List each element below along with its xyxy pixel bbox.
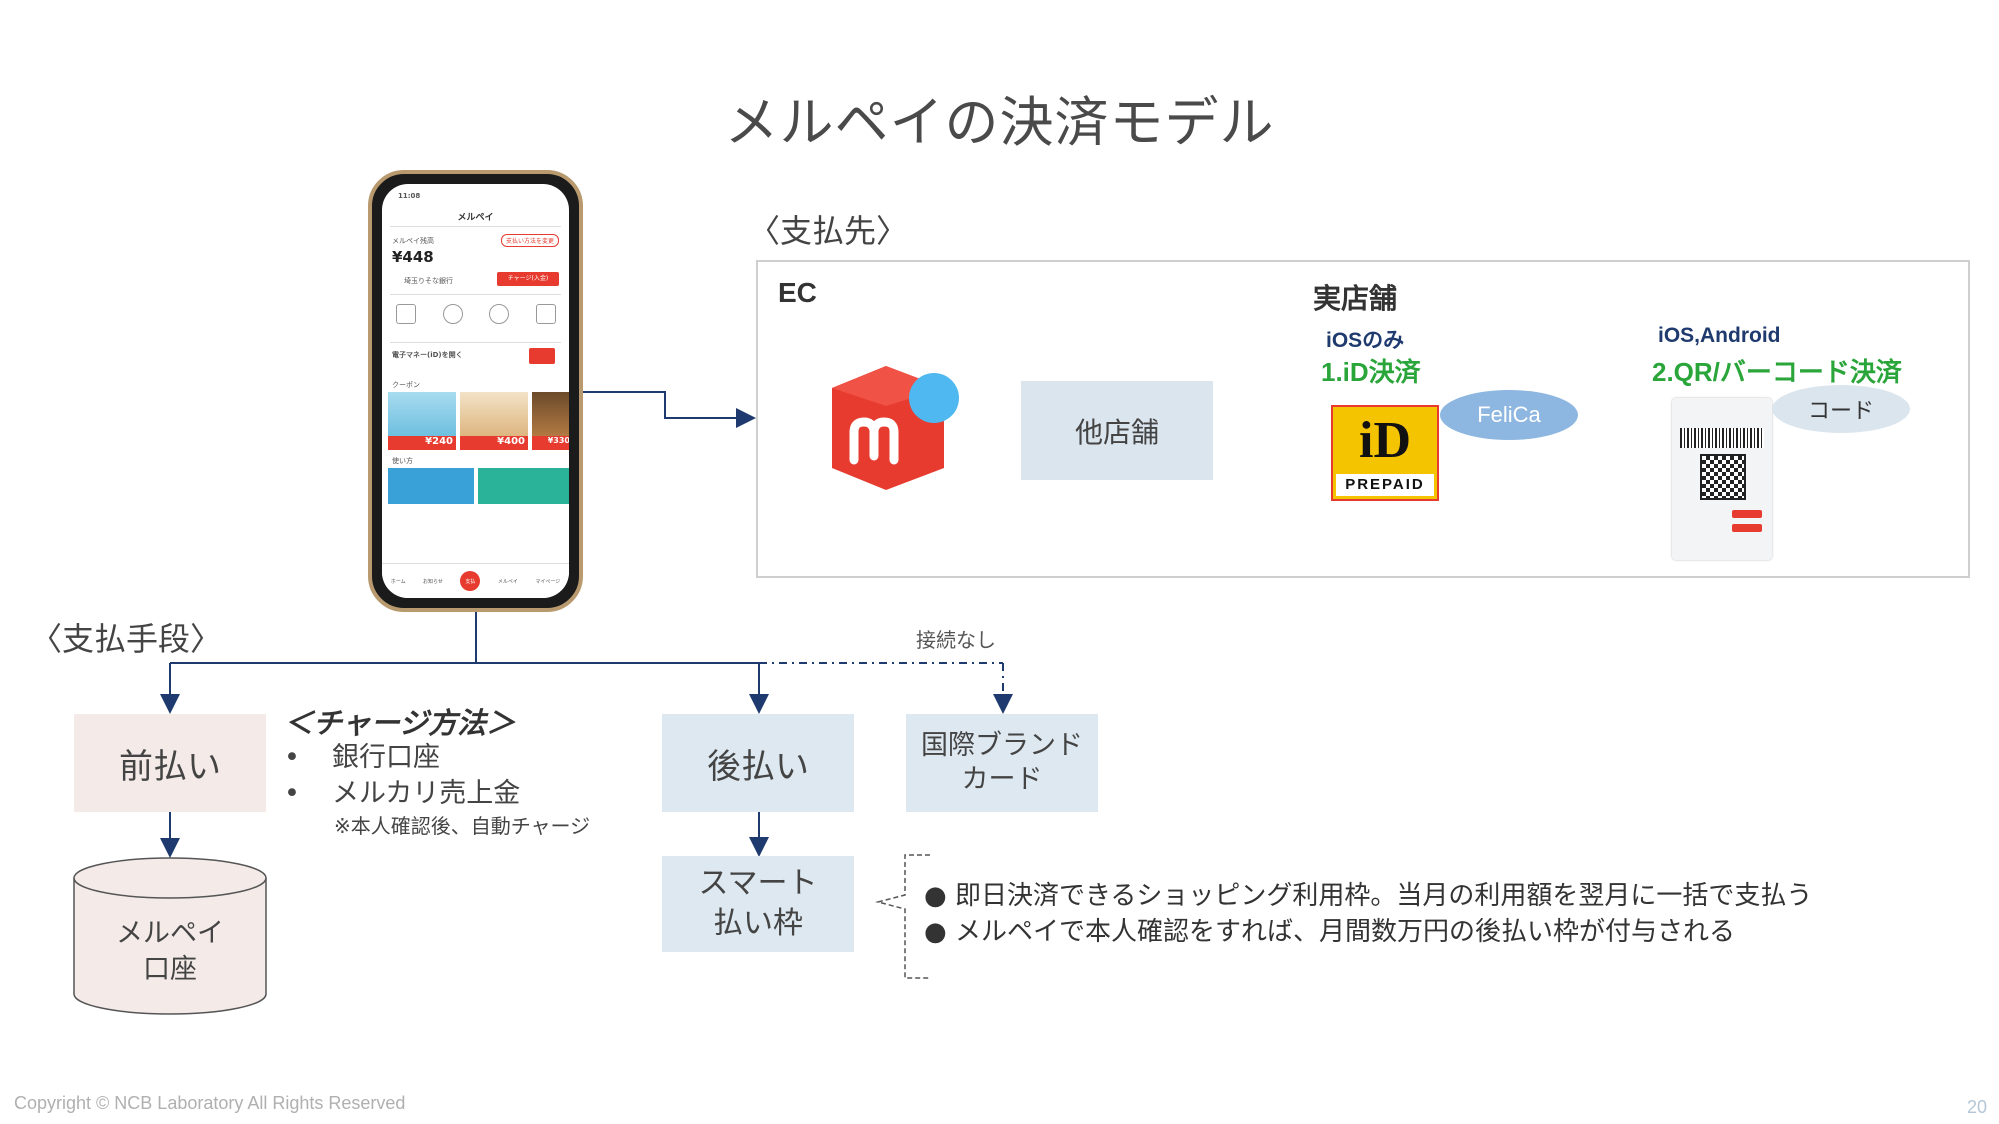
phone-emoney-link[interactable]: 電子マネー(iD)を開く — [392, 351, 463, 359]
phone-quick-menu — [396, 304, 556, 330]
felica-badge: FeliCa — [1440, 390, 1578, 440]
intl-brand-line2: カード — [961, 764, 1043, 795]
page-number: 20 — [1966, 1097, 1987, 1117]
phone-balance-label: メルペイ残高 — [392, 237, 434, 245]
tab-merpay[interactable]: メルペイ — [497, 578, 518, 585]
howto-banner[interactable] — [388, 468, 474, 504]
account-line1: メルペイ — [116, 918, 224, 949]
phone-balance: ¥448 — [392, 248, 434, 266]
id-payment-label: 1.iD決済 — [1321, 357, 1421, 387]
qr-platform-label: iOS,Android — [1658, 324, 1781, 347]
phone-howto-label: 使い方 — [392, 457, 413, 465]
phone-change-button[interactable]: 支払い方法を変更 — [500, 234, 559, 247]
charge-note: ※本人確認後、自動チャージ — [334, 814, 591, 838]
qr-code-screen — [1672, 398, 1772, 560]
notes-brace — [875, 854, 930, 979]
page-title: メルペイの決済モデル — [724, 91, 1275, 154]
phone-screen: 11:08 メルペイ メルペイ残高 支払い方法を変更 ¥448 埼玉りそな銀行 … — [382, 184, 569, 598]
prepay-box: 前払い — [74, 714, 266, 812]
code-badge: コード — [1772, 385, 1910, 433]
intl-brand-box: 国際ブランド カード — [906, 714, 1098, 812]
id-logo-sub: PREPAID — [1336, 474, 1434, 496]
intl-brand-line1: 国際ブランド — [921, 730, 1083, 761]
smart-pay-notes: ● 即日決済できるショッピング利用枠。当月の利用額を翌月に一括で支払う ● メル… — [924, 878, 1812, 950]
tab-pay[interactable]: 支払 — [460, 571, 481, 591]
phone-charge-button[interactable]: チャージ(入金) — [497, 272, 559, 286]
tab-mypage[interactable]: マイページ — [535, 578, 561, 585]
payee-label: 〈支払先〉 — [748, 212, 909, 250]
other-stores-box: 他店舗 — [1021, 381, 1213, 480]
tab-notifications[interactable]: お知らせ — [423, 578, 443, 585]
phone-coupon-label: クーポン — [392, 381, 420, 389]
calendar-icon[interactable] — [535, 304, 556, 324]
smart-note-item: ● メルペイで本人確認をすれば、月間数万円の後払い枠が付与される — [924, 917, 1735, 947]
id-logo-text: iD — [1359, 412, 1411, 469]
charge-item: •銀行口座 — [284, 742, 440, 773]
phone-app-title: メルペイ — [457, 213, 494, 223]
phone-mockup: 11:08 メルペイ メルペイ残高 支払い方法を変更 ¥448 埼玉りそな銀行 … — [368, 170, 583, 612]
coupon-card[interactable]: ¥330 — [532, 392, 569, 450]
smart-pay-box: スマート 払い枠 — [662, 856, 854, 952]
phone-bank: 埼玉りそな銀行 — [404, 277, 453, 285]
copyright: Copyright © NCB Laboratory All Rights Re… — [14, 1093, 406, 1113]
balance-icon[interactable] — [442, 304, 463, 324]
merpay-account-cylinder — [73, 857, 267, 1015]
smart-note-item: ● 即日決済できるショッピング利用枠。当月の利用額を翌月に一括で支払う — [924, 881, 1813, 911]
smart-pay-line2: 払い枠 — [713, 906, 803, 941]
smart-pay-line1: スマート — [698, 866, 818, 901]
coupon-card[interactable]: ¥240 — [388, 392, 456, 450]
phone-tab-bar: ホーム お知らせ 支払 メルペイ マイページ — [382, 563, 569, 598]
barcode-icon — [1680, 428, 1764, 448]
qr-code-icon — [1700, 454, 1746, 500]
id-prepaid-logo-icon: iD PREPAID — [1331, 405, 1439, 501]
charge-list: •銀行口座 •メルカリ売上金 — [284, 740, 520, 812]
howto-banner[interactable] — [478, 468, 569, 504]
arrow-phone-to-payee — [580, 391, 756, 428]
ec-label: EC — [778, 277, 817, 308]
coupon-card[interactable]: ¥400 — [460, 392, 528, 450]
payment-method-label: 〈支払手段〉 — [30, 620, 223, 658]
physical-store-label: 実店舗 — [1313, 283, 1398, 314]
qr-payment-label: 2.QR/バーコード決済 — [1652, 357, 1902, 387]
merpay-account-label: メルペイ 口座 — [72, 912, 268, 992]
code-pay-icon[interactable] — [396, 304, 416, 324]
card-icon — [529, 348, 555, 364]
phone-time: 11:08 — [398, 192, 421, 200]
mercari-logo-icon — [832, 366, 959, 490]
tab-home[interactable]: ホーム — [390, 578, 406, 585]
point-icon[interactable] — [489, 304, 510, 324]
no-connection-label: 接続なし — [916, 628, 996, 652]
id-platform-label: iOSのみ — [1326, 329, 1405, 352]
charge-item: •メルカリ売上金 — [284, 778, 521, 809]
account-line2: 口座 — [143, 954, 197, 985]
charge-heading: ＜チャージ方法＞ — [284, 706, 516, 740]
postpay-box: 後払い — [662, 714, 854, 812]
